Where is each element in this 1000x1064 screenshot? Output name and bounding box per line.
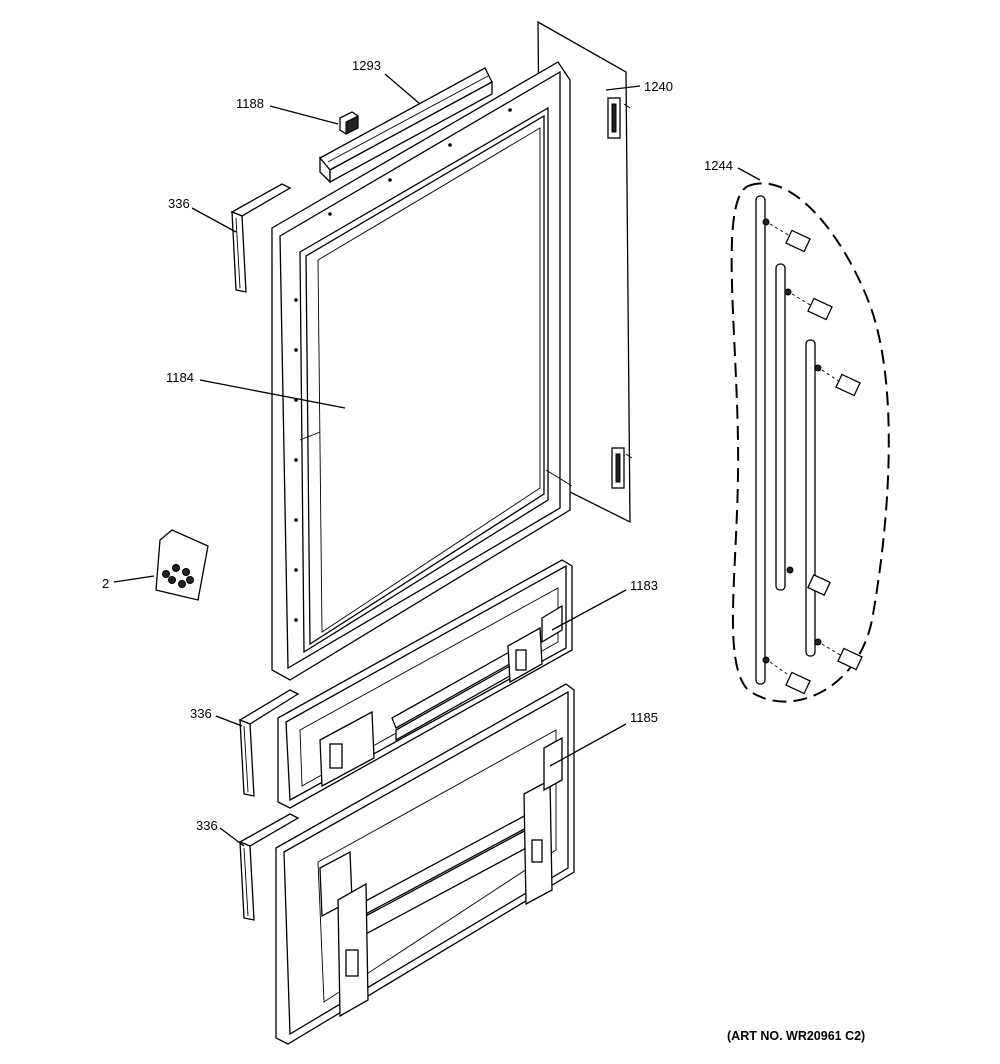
part-1185-drawer-front bbox=[275, 683, 575, 1045]
leader-lines bbox=[113, 73, 761, 847]
part-1188-clip bbox=[339, 111, 359, 135]
callout-1240: 1240 bbox=[644, 79, 673, 94]
part-1184-door-frame bbox=[271, 61, 573, 681]
callout-1188: 1188 bbox=[236, 96, 264, 111]
callout-1244: 1244 bbox=[704, 158, 733, 173]
callout-2: 2 bbox=[102, 576, 109, 591]
callout-1293: 1293 bbox=[352, 58, 381, 73]
callout-labels: 1293 1188 1240 336 1244 1184 2 1183 336 … bbox=[102, 58, 733, 833]
callout-336-upper: 336 bbox=[168, 196, 190, 211]
part-1293-top-trim bbox=[318, 67, 493, 184]
callout-336-middle: 336 bbox=[190, 706, 212, 721]
callout-336-lower: 336 bbox=[196, 818, 218, 833]
art-number: (ART NO. WR20961 C2) bbox=[727, 1029, 865, 1043]
callout-1185: 1185 bbox=[630, 710, 658, 725]
part-1183-drawer-front bbox=[277, 559, 573, 809]
callout-1183: 1183 bbox=[630, 578, 658, 593]
callout-1184: 1184 bbox=[166, 370, 194, 385]
handle-mount-posts bbox=[762, 218, 863, 695]
part-336-side-trim-middle bbox=[238, 689, 300, 797]
part-1244-handle-kit bbox=[730, 182, 890, 703]
part-336-side-trim-lower bbox=[238, 813, 300, 921]
part-2-hardware-bag bbox=[155, 529, 209, 601]
